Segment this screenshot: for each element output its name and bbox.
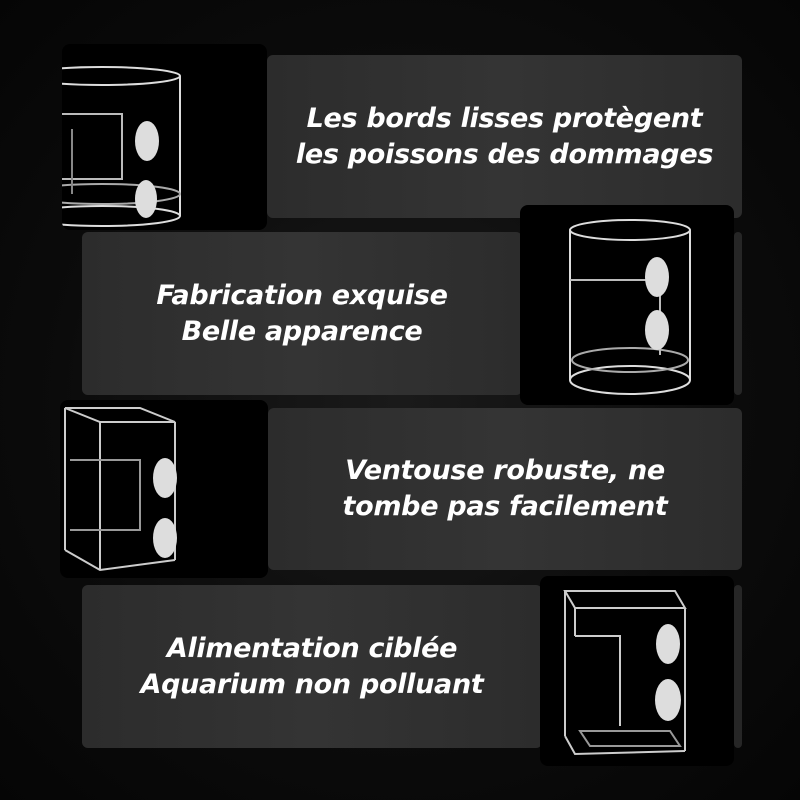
- feature-text-line: Ventouse robuste, ne: [345, 455, 665, 486]
- feature-text-line: Aquarium non polluant: [140, 668, 484, 700]
- feature-panel-2: Fabrication exquise Belle apparence: [82, 232, 522, 395]
- feature-panel-3: Ventouse robuste, ne tombe pas facilemen…: [268, 408, 742, 570]
- feature-text-line: Les bords lisses protègent: [306, 102, 703, 134]
- feature-text-line: Belle apparence: [181, 315, 423, 347]
- feature-text-line: les poissons des dommages: [295, 138, 714, 170]
- product-image-cylinder: [520, 205, 734, 405]
- product-image-square: [60, 400, 268, 578]
- feature-panel-1: Les bords lisses protègent les poissons …: [267, 55, 742, 218]
- feature-text-line: Alimentation ciblée: [166, 632, 458, 664]
- feature-text-line: Fabrication exquise: [156, 279, 448, 311]
- product-image-cylinder: [62, 44, 267, 230]
- panel-edge: [734, 585, 742, 748]
- product-image-square: [540, 576, 734, 766]
- feature-text-line: tombe pas facilement: [342, 491, 668, 522]
- feature-panel-4: Alimentation ciblée Aquarium non polluan…: [82, 585, 542, 748]
- panel-edge: [734, 232, 742, 395]
